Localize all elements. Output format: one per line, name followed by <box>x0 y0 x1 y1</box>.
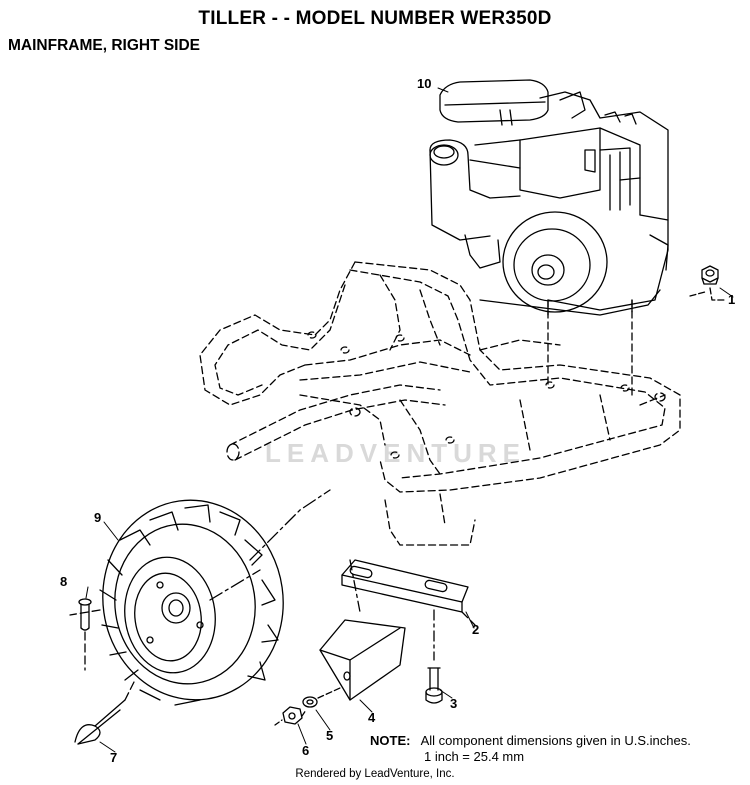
callout-labels: 10 1 2 3 4 5 6 7 8 9 <box>60 76 735 765</box>
dimension-note: NOTE: All component dimensions given in … <box>370 733 691 764</box>
hairpin-clip-part-7 <box>74 679 136 745</box>
nut-part-1 <box>689 265 725 301</box>
note-line-1: All component dimensions given in U.S.in… <box>420 733 691 748</box>
weight-part-4 <box>319 559 406 701</box>
bolt-part-3 <box>425 609 443 704</box>
callout-2: 2 <box>472 622 479 637</box>
mainframe-outline <box>199 261 681 546</box>
callout-5: 5 <box>326 728 333 743</box>
clevis-pin-part-8 <box>78 598 92 671</box>
callout-1: 1 <box>728 292 735 307</box>
bracket-part-2 <box>341 559 476 626</box>
callout-7: 7 <box>110 750 117 765</box>
page-subtitle: MAINFRAME, RIGHT SIDE <box>8 37 201 54</box>
callout-4: 4 <box>368 710 376 725</box>
note-label: NOTE: <box>370 733 411 748</box>
footer-credit: Rendered by LeadVenture, Inc. <box>295 768 455 780</box>
engine-part-10 <box>429 79 669 316</box>
wheel-part-9 <box>69 489 331 706</box>
callout-leaders <box>85 87 734 753</box>
note-line-2: 1 inch = 25.4 mm <box>424 749 525 764</box>
page-title: TILLER - - MODEL NUMBER WER350D <box>198 8 552 29</box>
callout-3: 3 <box>450 696 457 711</box>
callout-10: 10 <box>417 76 431 91</box>
callout-9: 9 <box>94 510 101 525</box>
callout-8: 8 <box>60 574 67 589</box>
callout-6: 6 <box>302 743 309 758</box>
washer-part-5 <box>302 687 341 708</box>
nut-part-6 <box>274 706 307 726</box>
